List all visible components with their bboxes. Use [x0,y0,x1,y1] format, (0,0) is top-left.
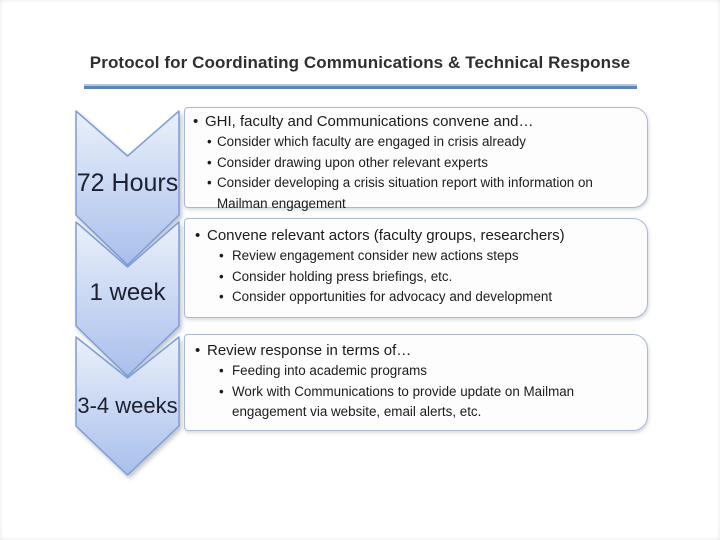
stage1-point: Consider drawing upon other relevant exp… [207,153,639,174]
stage3-points: Feeding into academic programs Work with… [219,361,639,423]
stage2-label: 1 week [89,279,166,306]
stage2-chevron-down-icon [75,221,180,377]
stage1-label: 72 Hours [76,169,179,197]
stage1-chevron-down-icon [75,110,180,266]
stage2-detail-box: Convene relevant actors (faculty groups,… [184,218,648,318]
stage2-point: Consider opportunities for advocacy and … [219,287,639,308]
stage2-point: Consider holding press briefings, etc. [219,267,639,288]
stage3-detail-box: Review response in terms of… Feeding int… [184,334,648,431]
stage1-detail-box: GHI, faculty and Communications convene … [184,107,648,211]
stage3-heading: Review response in terms of… [195,340,639,361]
slide-title: Protocol for Coordinating Communications… [89,53,631,72]
stage3-label: 3-4 weeks [77,393,178,418]
stage3-chevron-down-icon [75,336,180,476]
stage1-point: Consider which faculty are engaged in cr… [207,132,639,153]
stage3-point: Work with Communications to provide upda… [219,382,639,423]
stage1-points: Consider which faculty are engaged in cr… [207,132,639,214]
stage3-point: Feeding into academic programs [219,361,639,382]
stage1-heading: GHI, faculty and Communications convene … [193,111,639,132]
title-underline [84,84,637,89]
stage1-point: Consider developing a crisis situation r… [207,173,639,214]
stage2-points: Review engagement consider new actions s… [219,246,639,308]
stage2-heading: Convene relevant actors (faculty groups,… [195,225,639,246]
stage2-point: Review engagement consider new actions s… [219,246,639,267]
